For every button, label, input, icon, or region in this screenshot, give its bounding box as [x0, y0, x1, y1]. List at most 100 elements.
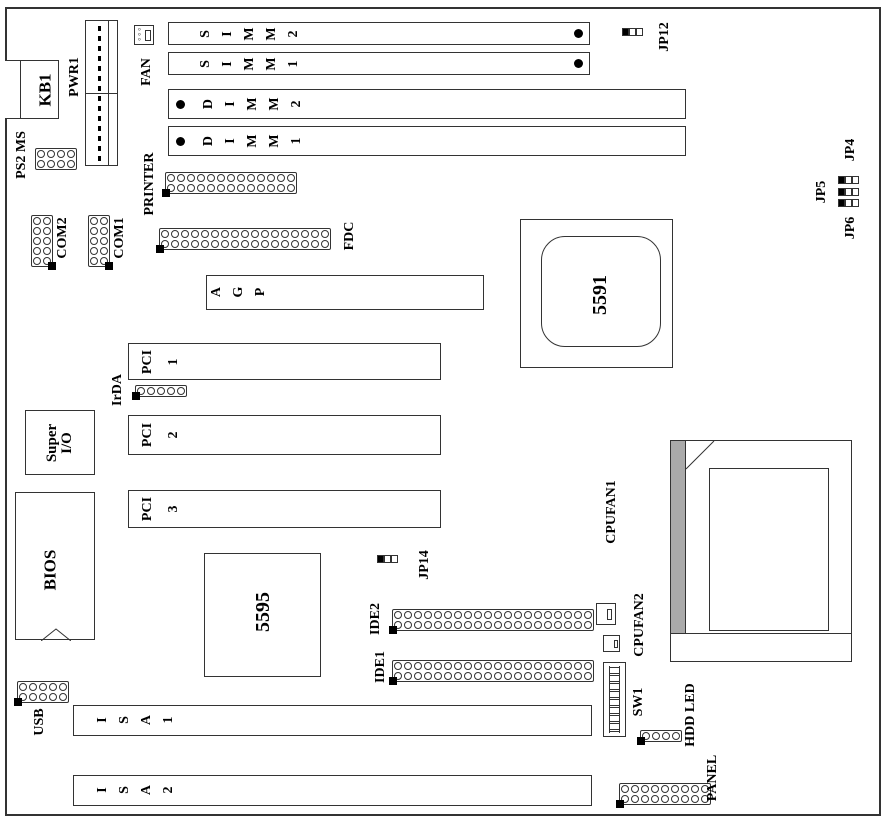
pin [554, 672, 562, 680]
pin [504, 611, 512, 619]
fan-connector: °°° [134, 25, 154, 45]
pin [100, 257, 108, 265]
pin [90, 257, 98, 265]
pin [90, 217, 98, 225]
pin [271, 230, 279, 238]
slot-label-char: M [242, 57, 257, 71]
pin [311, 230, 319, 238]
pin [197, 184, 205, 192]
pin [394, 662, 402, 670]
pin [100, 237, 108, 245]
pin [564, 662, 572, 670]
fdc-label: FDC [342, 221, 357, 251]
pin1-marker [389, 677, 397, 685]
pin [672, 732, 680, 740]
pin [394, 621, 402, 629]
pin [37, 150, 45, 158]
pin [574, 662, 582, 670]
pin [554, 621, 562, 629]
pin [564, 611, 572, 619]
slot-label-part: PCI [140, 496, 155, 522]
pin1-marker [156, 245, 164, 253]
pin [544, 611, 552, 619]
pin [454, 662, 462, 670]
pin [494, 672, 502, 680]
pin [484, 621, 492, 629]
slot-label-char: I [223, 101, 238, 107]
pin [671, 785, 679, 793]
pin1-marker [616, 800, 624, 808]
pin [534, 672, 542, 680]
pin [444, 672, 452, 680]
pin [651, 785, 659, 793]
pin [211, 230, 219, 238]
pin [281, 240, 289, 248]
jp5-label: JP5 [814, 180, 829, 204]
pin [181, 240, 189, 248]
pin [29, 693, 37, 701]
jp14-jumper [377, 555, 398, 563]
sw1-dip-switch [603, 662, 626, 737]
pin [43, 217, 51, 225]
ide2-label: IDE2 [368, 603, 383, 635]
pin [191, 240, 199, 248]
pin [241, 230, 249, 238]
pci2-slot [128, 415, 441, 455]
pin [201, 240, 209, 248]
pin [494, 662, 502, 670]
slot-label-char: A [209, 286, 224, 298]
chip-5591-label: 5591 [589, 275, 611, 315]
pin [167, 184, 175, 192]
pin [90, 227, 98, 235]
pin [631, 785, 639, 793]
pin [291, 240, 299, 248]
pci1-slot [128, 343, 441, 380]
pin [641, 795, 649, 803]
pin [33, 217, 41, 225]
pin [147, 387, 155, 395]
pin [67, 150, 75, 158]
slot-label-part: 1 [166, 358, 181, 366]
slot-label-char: A [139, 784, 154, 796]
pin [662, 732, 670, 740]
pin [661, 785, 669, 793]
pin [207, 184, 215, 192]
slot-label-char: 1 [289, 137, 304, 145]
pin [187, 184, 195, 192]
printer-header [162, 172, 297, 197]
pin [504, 672, 512, 680]
pin [281, 230, 289, 238]
jp12-label: JP12 [657, 22, 672, 52]
pin [187, 174, 195, 182]
pin [434, 662, 442, 670]
slot-label-char: S [117, 716, 132, 724]
pin [554, 662, 562, 670]
jp4-label: JP4 [843, 138, 858, 162]
pin [57, 150, 65, 158]
pin [631, 795, 639, 803]
pin [181, 230, 189, 238]
cpu-socket [670, 440, 852, 662]
pwr1-label: PWR1 [67, 57, 82, 97]
pin [584, 611, 592, 619]
pin [434, 621, 442, 629]
pin [231, 240, 239, 248]
printer-label: PRINTER [142, 152, 157, 216]
pin [701, 795, 709, 803]
pin [494, 621, 502, 629]
bios-chip [15, 492, 95, 641]
slot-label-char: A [139, 714, 154, 726]
super-io-label: Super I/O [44, 423, 75, 463]
pin [564, 672, 572, 680]
pin [464, 621, 472, 629]
com2-label: COM2 [55, 217, 70, 259]
slot-label-char: S [198, 30, 213, 38]
pin [39, 683, 47, 691]
pin [291, 230, 299, 238]
com1-header [88, 215, 113, 270]
pin [671, 795, 679, 803]
